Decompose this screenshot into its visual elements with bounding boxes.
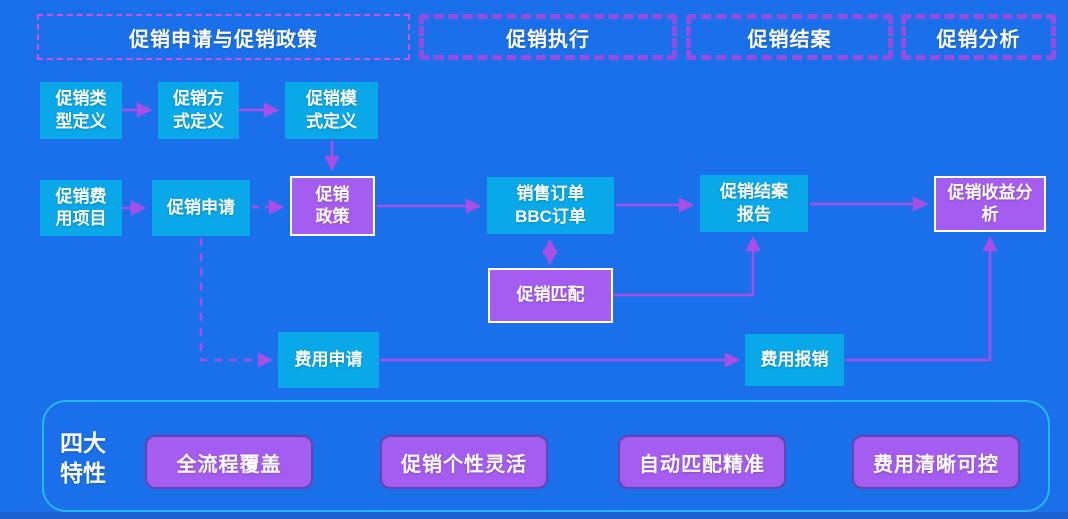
node-promo-revenue-analysis: 促销收益分 析 (934, 176, 1046, 232)
phase-header-promo-execution: 促销执行 (419, 14, 677, 60)
node-expense-reimbursement: 费用报销 (745, 334, 844, 386)
bottom-edge-strip (0, 512, 1068, 519)
features-panel (42, 400, 1050, 512)
feature-pill-auto-matching: 自动匹配精准 (618, 435, 786, 489)
phase-header-promo-application-policy: 促销申请与促销政策 (37, 14, 410, 60)
node-promo-policy: 促销 政策 (290, 176, 375, 236)
feature-pill-clear-expenses: 费用清晰可控 (852, 435, 1020, 489)
connector-matching-to-closingreport (614, 235, 761, 297)
node-promo-matching: 促销匹配 (488, 268, 613, 323)
phase-header-promo-closing: 促销结案 (686, 14, 893, 60)
connector-application-to-expenseapp-dashed (199, 238, 274, 368)
node-sales-order: 销售订单 BBC订单 (487, 177, 614, 234)
node-promo-mode-def: 促销模 式定义 (285, 82, 378, 139)
phase-header-promo-analysis: 促销分析 (901, 14, 1056, 60)
node-promo-closing-report: 促销结案 报告 (700, 175, 808, 232)
node-promo-expense-item: 促销费 用项目 (40, 180, 122, 236)
features-title: 四大 特性 (60, 430, 106, 486)
node-promo-type-def: 促销类 型定义 (40, 82, 122, 139)
node-promo-application: 促销申请 (152, 180, 250, 236)
node-promo-method-def: 促销方 式定义 (158, 82, 239, 139)
feature-pill-flexible-promo: 促销个性灵活 (380, 435, 548, 489)
feature-pill-full-process: 全流程覆盖 (145, 435, 313, 489)
node-expense-application: 费用申请 (278, 332, 379, 388)
connector-reimbursement-to-revenue (845, 235, 998, 362)
